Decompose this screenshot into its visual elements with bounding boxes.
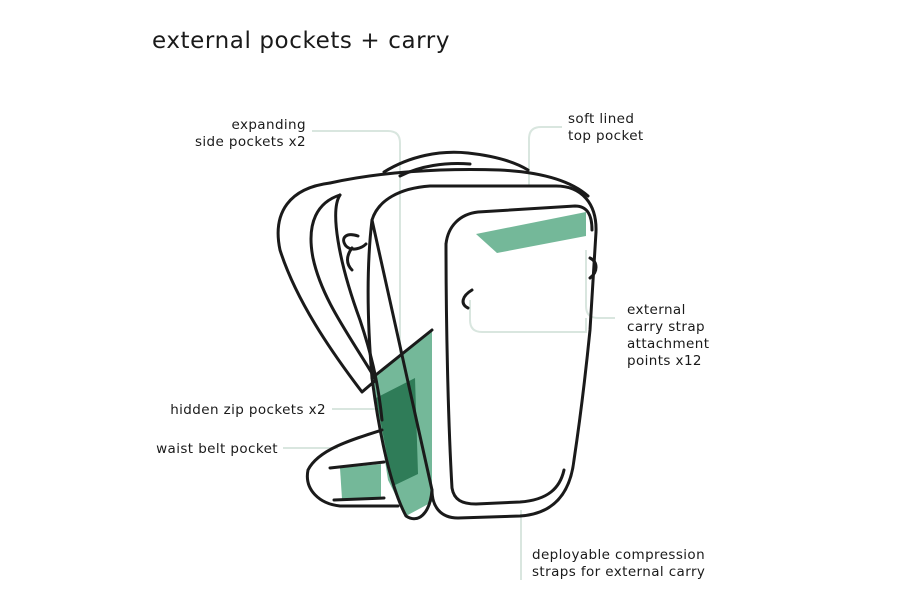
diagram-title: external pockets + carry [152,28,451,54]
zipper-pull-right [588,256,598,280]
callout-side-pockets: expanding side pockets x2 [194,117,306,150]
shoulder-strap [276,181,378,394]
waist-belt-inner [328,460,386,502]
side-panel [366,218,434,521]
leader-attachment-lower [469,300,587,333]
front-panel [370,184,598,520]
waist-belt-pocket-fill [340,464,381,499]
leader-attachment-points [585,250,615,319]
pocket-highlights [340,212,586,516]
top-handle [382,150,530,174]
callout-waist-belt: waist belt pocket [156,441,278,457]
front-seam [444,242,566,506]
leader-lines [283,126,615,580]
top-pocket-fill [476,212,586,253]
leader-top-pocket [528,126,562,185]
callout-top-pocket: soft lined top pocket [568,111,644,144]
hidden-zip-pocket-fill [376,378,418,486]
leader-side-pockets [312,130,401,430]
side-seam [370,328,434,380]
body-top [328,168,590,198]
waist-belt [305,428,400,508]
zipper-pull-front [461,288,474,310]
front-zip [444,204,594,246]
backpack-outline [276,150,598,521]
callout-attachment-points: external carry strap attachment points x… [627,302,710,369]
back-panel [334,193,384,422]
zipper-pull-left [342,233,368,272]
callout-hidden-zip: hidden zip pockets x2 [170,402,326,418]
callout-compression: deployable compression straps for extern… [532,547,706,580]
